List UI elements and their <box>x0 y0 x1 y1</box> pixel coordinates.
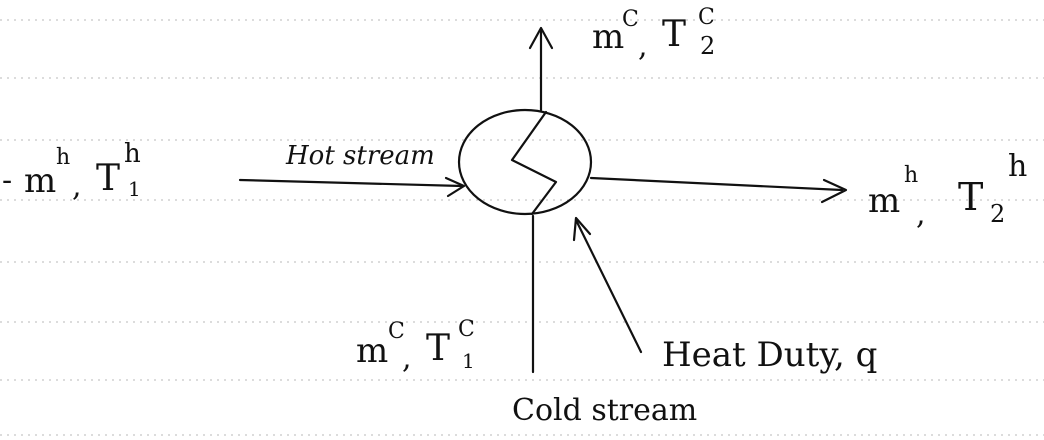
svg-text:m: m <box>356 331 388 371</box>
svg-text:C: C <box>622 7 639 32</box>
hot-stream-label: Hot stream <box>285 141 435 171</box>
hot-outlet-label: m h , T h 2 <box>868 149 1027 232</box>
hot-inlet-label: - m h , T h 1 <box>2 139 141 204</box>
notebook-rules <box>0 19 1044 436</box>
svg-text:1: 1 <box>128 177 141 201</box>
heat-duty-label: Heat Duty, q <box>662 335 877 375</box>
svg-text:m: m <box>24 161 56 201</box>
svg-text:h: h <box>904 163 918 188</box>
svg-text:,: , <box>72 169 82 204</box>
svg-text:-: - <box>2 163 12 198</box>
svg-text:,: , <box>916 197 926 232</box>
svg-text:C: C <box>698 5 715 30</box>
svg-text:T: T <box>958 175 983 219</box>
heat-duty-arrow <box>572 216 643 354</box>
cold-inlet-label: m C , T C 1 <box>356 317 475 376</box>
cold-stream-label: Cold stream <box>512 393 697 428</box>
svg-text:C: C <box>458 317 475 342</box>
svg-text:T: T <box>662 14 686 55</box>
svg-text:1: 1 <box>462 349 475 373</box>
svg-text:,: , <box>402 341 412 376</box>
cold-outlet-label: m C , T C 2 <box>592 5 715 64</box>
svg-text:2: 2 <box>990 200 1005 228</box>
svg-text:,: , <box>638 29 648 64</box>
svg-text:T: T <box>96 158 120 199</box>
arrow-up-icon <box>528 26 554 112</box>
svg-text:h: h <box>1008 149 1027 184</box>
svg-text:T: T <box>426 328 450 369</box>
heat-exchanger-icon <box>457 108 593 216</box>
arrow-right-icon <box>589 176 848 204</box>
svg-text:h: h <box>56 145 70 170</box>
svg-text:m: m <box>868 181 900 221</box>
svg-text:C: C <box>388 319 405 344</box>
hot-inlet-arrow <box>238 176 466 198</box>
svg-text:m: m <box>592 17 624 57</box>
svg-text:h: h <box>124 139 141 169</box>
svg-text:2: 2 <box>700 32 715 60</box>
